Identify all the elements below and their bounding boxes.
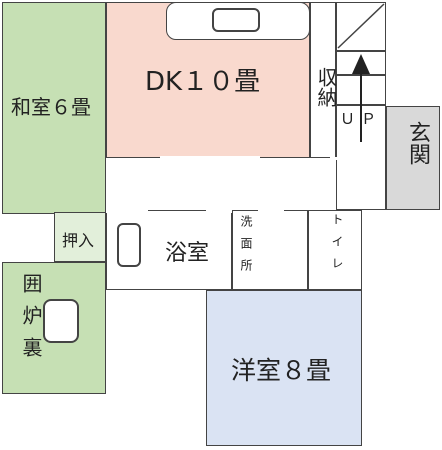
room-oshiire: 押入 <box>54 212 106 262</box>
room-bath-label: 浴室 <box>165 241 210 266</box>
stair-arrow-head <box>352 54 370 74</box>
corridor <box>107 159 335 209</box>
room-irori: 囲炉裏 <box>2 262 106 394</box>
room-storage-label: 収納 <box>314 67 338 107</box>
stair-tread <box>336 50 386 52</box>
room-toilet-label: トイレ <box>330 213 344 279</box>
room-dk-label: DK１０畳 <box>145 67 261 97</box>
room-yoshitsu-label: 洋室８畳 <box>231 356 332 385</box>
kitchen-sink <box>212 8 260 32</box>
room-genkan-label: 玄関 <box>405 121 430 165</box>
room-senmen: 洗面所 <box>232 210 308 290</box>
room-senmen-label: 洗面所 <box>239 215 253 281</box>
door-opening <box>160 156 260 159</box>
room-genkan: 玄関 <box>386 106 440 210</box>
room-storage: 収納 <box>310 2 338 158</box>
room-bath: 浴室 <box>106 210 232 290</box>
stair-diagonal <box>337 3 385 49</box>
door-opening <box>206 210 232 213</box>
room-oshiire-label: 押入 <box>62 231 95 250</box>
bathtub <box>117 223 141 267</box>
room-yoshitsu: 洋室８畳 <box>206 290 362 446</box>
room-washitsu: 和室６畳 <box>2 2 106 214</box>
stairs-up-label: ＵＰ <box>340 110 383 128</box>
irori-hearth <box>43 299 79 343</box>
door-opening <box>106 210 148 213</box>
room-toilet: トイレ <box>308 210 362 290</box>
room-irori-label: 囲炉裏 <box>19 273 43 369</box>
door-opening <box>330 157 338 160</box>
room-washitsu-label: 和室６畳 <box>11 95 91 119</box>
door-opening <box>258 210 284 213</box>
